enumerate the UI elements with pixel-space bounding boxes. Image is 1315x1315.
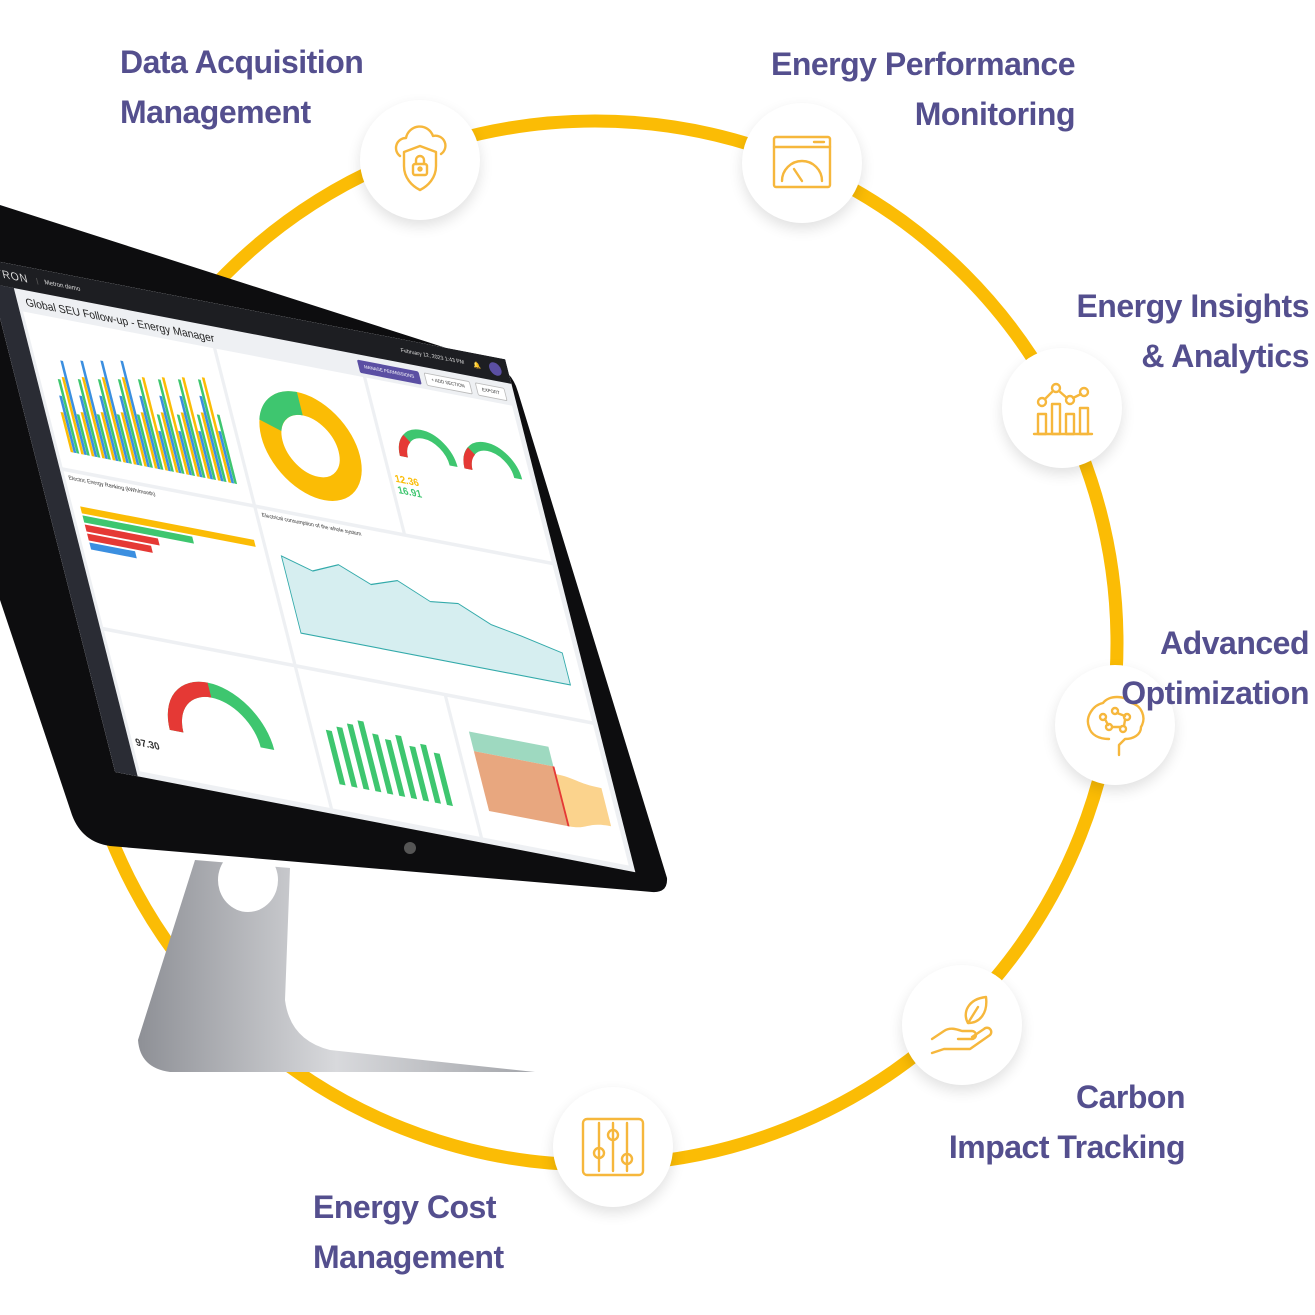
mini-bar [140, 412, 158, 469]
mini-bar [179, 395, 203, 478]
ranking-panel: Electric Energy Ranking (kWh/month) [63, 471, 294, 664]
mini-bar [77, 379, 101, 458]
sliders-icon [553, 1087, 673, 1207]
mini-bar [96, 414, 111, 460]
mini-bar [136, 414, 153, 468]
gauges-panel: 12.36 16.91 [365, 377, 552, 562]
sankey-panel [446, 697, 629, 866]
mini-bar [197, 379, 227, 483]
mini-bar [120, 360, 151, 468]
mini-bar [156, 414, 174, 472]
mini-bar [181, 377, 211, 479]
dashboard-screen: TRON Metron demo February 12, 2023 1:43 … [0, 259, 636, 873]
bar-line-chart-icon [1002, 348, 1122, 468]
monitor-stand [138, 860, 535, 1072]
mini-bar [216, 414, 238, 485]
mini-bar [61, 376, 84, 455]
mini-bar [141, 377, 169, 471]
date-display: February 12, 2023 1:43 PM [400, 348, 466, 366]
mini-bar [116, 414, 132, 464]
mini-bar [119, 395, 140, 466]
mini-bar [80, 411, 95, 457]
mini-bar [80, 360, 108, 460]
mini-bar [218, 430, 235, 484]
brand-logo: TRON [0, 266, 30, 286]
mini-bar [121, 377, 148, 467]
mini-bar [79, 395, 98, 458]
mini-bar [60, 411, 74, 453]
mini-bar [201, 377, 232, 483]
mini-bar [101, 376, 127, 463]
cloud-shield-lock-icon [360, 100, 480, 220]
mini-bar [76, 414, 90, 456]
mini-bar [200, 412, 221, 481]
donut-panel [216, 348, 403, 533]
bar-chart-panel [23, 311, 253, 505]
mini-bar [196, 414, 217, 481]
mini-bar [57, 378, 80, 454]
mini-bar [160, 412, 179, 473]
hand-leaf-icon [902, 965, 1022, 1085]
mini-bar [99, 395, 119, 462]
mini-bar [100, 412, 116, 461]
green-bars-panel [297, 668, 480, 837]
mini-bar [139, 395, 161, 470]
mini-bar [117, 379, 143, 466]
mini-bar [157, 379, 185, 474]
notification-icon[interactable]: 🔔 [472, 361, 482, 371]
mini-bar [158, 430, 172, 472]
mini-bar [161, 377, 190, 475]
avatar[interactable] [487, 361, 504, 377]
consumption-panel: Electrical consumption of the whole syst… [256, 508, 593, 722]
mini-bar [178, 430, 193, 476]
mini-bar [137, 379, 164, 470]
mini-bar [97, 379, 122, 462]
apple-logo-icon [404, 842, 416, 854]
mini-bar [100, 360, 129, 464]
brain-network-icon [1055, 665, 1175, 785]
mini-bar [177, 379, 206, 479]
label-energy-insights: Energy Insights& Analytics [1076, 288, 1309, 374]
mini-bar [60, 360, 87, 456]
mini-bar [81, 376, 106, 459]
mini-bar [159, 395, 182, 474]
export-button[interactable]: EXPORT [474, 382, 508, 402]
mini-bar [120, 412, 137, 465]
mini-bar [198, 430, 214, 480]
gauge-panel: 97.30 [104, 630, 330, 808]
mini-bar [59, 395, 77, 454]
mini-bar [176, 414, 196, 476]
mini-bar [180, 412, 200, 477]
mini-bar [199, 395, 224, 482]
environment-name[interactable]: Metron demo [35, 277, 82, 293]
speedometer-window-icon [742, 103, 862, 223]
